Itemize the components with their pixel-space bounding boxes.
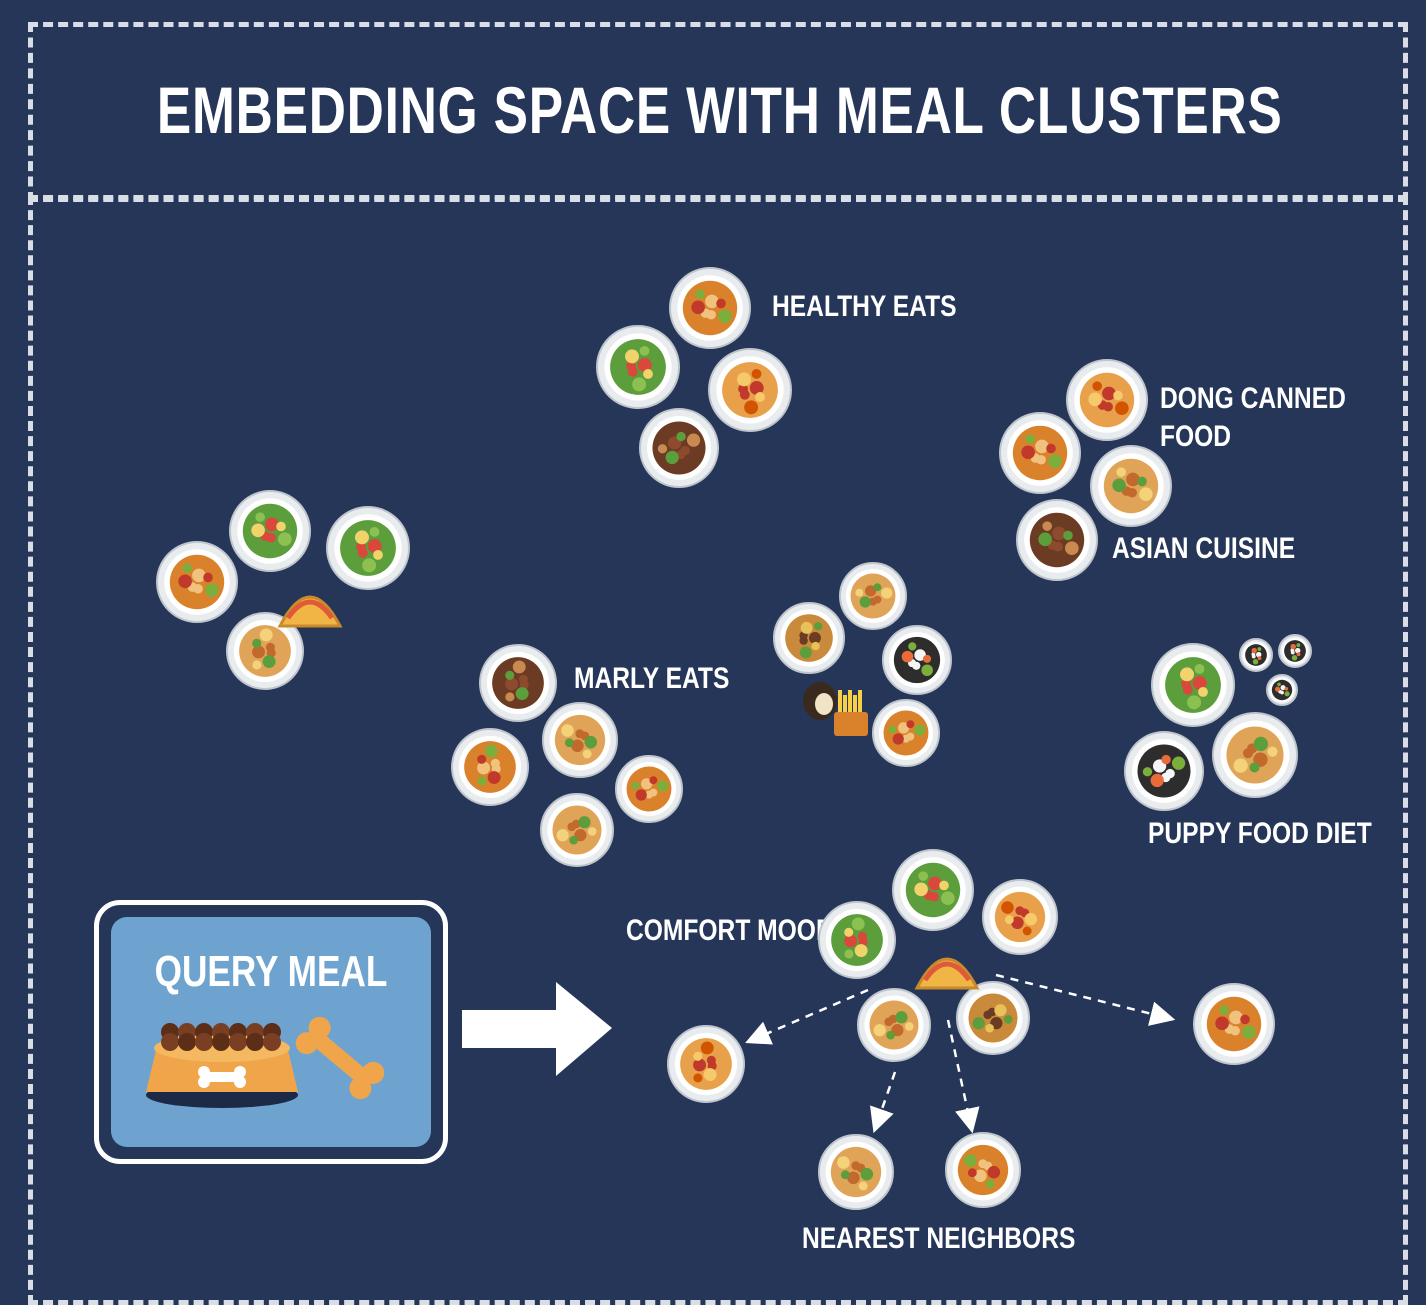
- plate-canned-2: [999, 412, 1081, 494]
- plate-healthy-3: [708, 348, 792, 432]
- plate-left-3: [156, 541, 238, 623]
- plate-healthy-2: [596, 325, 680, 409]
- plate-neighbor-bottom-1: [818, 1134, 894, 1210]
- cluster-label-comfort-mood: COMFORT MOOD: [626, 914, 834, 947]
- plate-puppy-2: [1212, 712, 1298, 798]
- plate-marly-3: [451, 728, 529, 806]
- plate-marly-4: [615, 755, 683, 823]
- plate-center-2: [773, 602, 845, 674]
- query-meal-label: QUERY MEAL: [154, 947, 388, 996]
- plate-comfort-1: [892, 849, 974, 931]
- cluster-label-puppy-food-diet: PUPPY FOOD DIET: [1148, 817, 1372, 850]
- plate-left-1: [229, 490, 311, 572]
- query-arrow-icon: [462, 982, 612, 1076]
- plate-healthy-1: [669, 267, 751, 349]
- cluster-label-healthy-eats: HEALTHY EATS: [772, 290, 957, 323]
- plate-puppy-1: [1151, 643, 1235, 727]
- plate-marly-2: [542, 702, 618, 778]
- plate-puppy-sushi-2: [1278, 634, 1312, 668]
- cluster-label-dong-canned-food-line1: DONG CANNED: [1160, 382, 1346, 415]
- page-title: EMBEDDING SPACE WITH MEAL CLUSTERS: [156, 73, 1283, 147]
- plate-comfort-4: [857, 988, 931, 1062]
- plate-comfort-3: [818, 901, 896, 979]
- plate-comfort-2: [982, 879, 1058, 955]
- neighbor-arrow-left: [745, 988, 869, 1045]
- plate-canned-1: [1066, 359, 1148, 441]
- cluster-label-asian-cuisine: ASIAN CUISINE: [1112, 532, 1296, 565]
- taco-comfort: [914, 957, 980, 990]
- taco-left: [277, 595, 343, 628]
- plate-puppy-3: [1124, 731, 1204, 811]
- plate-center-3: [882, 625, 952, 695]
- plate-puppy-sushi-1: [1239, 638, 1273, 672]
- plate-comfort-5: [956, 981, 1030, 1055]
- plate-neighbor-left: [667, 1025, 745, 1103]
- plate-left-4: [226, 612, 304, 690]
- cluster-label-marly-eats: MARLY EATS: [574, 662, 730, 695]
- plate-neighbor-bottom-2: [945, 1132, 1021, 1208]
- plate-left-2: [326, 506, 410, 590]
- plate-neighbor-right: [1193, 983, 1275, 1065]
- neighbor-arrow-bottom-2: [946, 1019, 980, 1134]
- plate-marly-5: [540, 793, 614, 867]
- plate-center-1: [839, 562, 907, 630]
- bone-icon: [295, 1016, 385, 1100]
- plate-healthy-4: [639, 408, 719, 488]
- dog-bowl-icon: [146, 1023, 298, 1108]
- plate-marly-1: [479, 644, 557, 722]
- query-meal-panel: QUERY MEAL: [94, 900, 448, 1164]
- plate-center-4: [872, 699, 940, 767]
- plate-asian-1: [1016, 499, 1098, 581]
- cluster-label-nearest-neighbors: NEAREST NEIGHBORS: [802, 1222, 1076, 1255]
- fries-icon: [834, 690, 868, 736]
- plate-puppy-sushi-3: [1266, 674, 1298, 706]
- cluster-label-dong-canned-food-line2: FOOD: [1160, 420, 1232, 453]
- plate-canned-3: [1090, 445, 1172, 527]
- neighbor-arrow-bottom-1: [870, 1071, 897, 1134]
